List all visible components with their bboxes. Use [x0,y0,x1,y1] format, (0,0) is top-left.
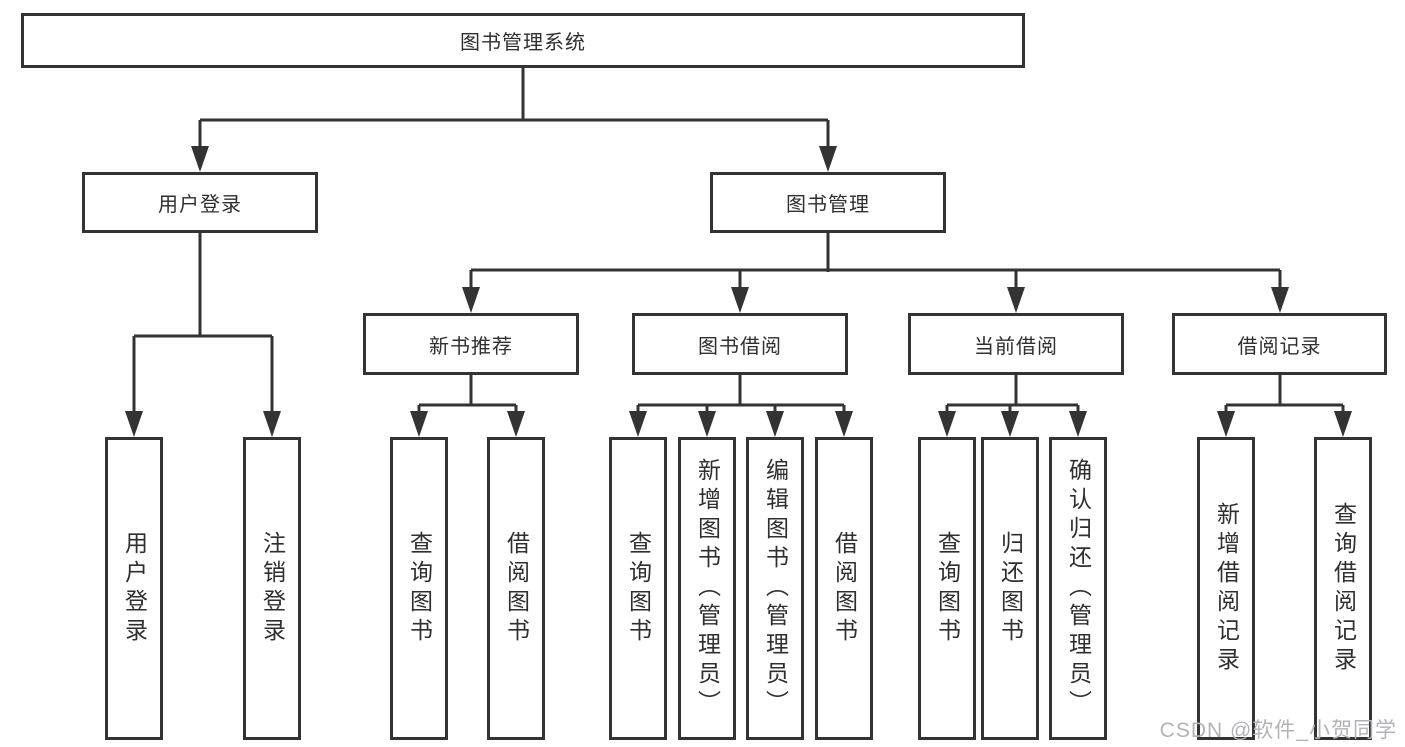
node-root: 图书管理系统 [21,13,1025,68]
leaf-borrow-edit-book: 编辑图书（管理员） [746,437,804,740]
leaf-current-return-label: 归还图书 [997,530,1024,647]
node-book-borrow: 图书借阅 [632,313,848,375]
node-borrow-record: 借阅记录 [1172,313,1387,375]
leaf-record-add-label: 新增借阅记录 [1213,501,1240,676]
node-book-management-label: 图书管理 [786,194,870,216]
connector-borrowrecord-to-leaves [1224,375,1345,415]
node-book-management: 图书管理 [710,172,946,233]
leaf-record-add: 新增借阅记录 [1197,437,1255,740]
node-user-login: 用户登录 [82,172,318,233]
leaf-borrow-book-label: 借阅图书 [831,530,858,647]
leaf-current-confirm-return-label: 确认归还（管理员） [1065,458,1092,719]
node-book-borrow-label: 图书借阅 [698,335,782,358]
node-new-book-recommend-label: 新书推荐 [429,335,513,358]
leaf-borrow-book: 借阅图书 [815,437,873,740]
leaf-borrow-add-book-label: 新增图书（管理员） [694,458,721,719]
connector-bookborrow-to-leaves [636,375,846,415]
connector-currentborrow-to-leaves [945,375,1080,415]
leaf-logout-label: 注销登录 [259,530,286,647]
node-current-borrow: 当前借阅 [908,313,1124,375]
leaf-borrow-query: 查询图书 [609,437,667,740]
node-user-login-label: 用户登录 [158,194,242,216]
leaf-current-query-label: 查询图书 [934,530,961,647]
leaf-newbook-borrow-label: 借阅图书 [503,530,530,647]
leaf-record-query-label: 查询借阅记录 [1330,501,1357,676]
leaf-current-return: 归还图书 [981,437,1039,740]
node-new-book-recommend: 新书推荐 [363,313,579,375]
leaf-borrow-query-label: 查询图书 [625,530,652,647]
node-root-label: 图书管理系统 [460,32,586,54]
node-borrow-record-label: 借阅记录 [1237,335,1322,358]
leaf-record-query: 查询借阅记录 [1314,437,1372,740]
connector-userlogin-to-leaves [132,233,274,415]
connector-newbook-to-leaves [417,375,518,415]
connector-bookmgmt-to-level3 [469,233,1282,291]
leaf-user-login: 用户登录 [105,437,163,740]
leaf-logout: 注销登录 [243,437,301,740]
leaf-current-query: 查询图书 [918,437,976,740]
leaf-current-confirm-return: 确认归还（管理员） [1049,437,1107,740]
leaf-newbook-query-label: 查询图书 [406,530,433,647]
connector-root-to-level2 [198,68,830,150]
node-current-borrow-label: 当前借阅 [974,335,1058,358]
csdn-watermark: CSDN @软件_小贺同学 [1159,719,1397,742]
leaf-user-login-label: 用户登录 [121,530,148,647]
leaf-borrow-add-book: 新增图书（管理员） [678,437,736,740]
leaf-newbook-borrow: 借阅图书 [487,437,545,740]
leaf-newbook-query: 查询图书 [390,437,448,740]
leaf-borrow-edit-book-label: 编辑图书（管理员） [762,458,789,719]
